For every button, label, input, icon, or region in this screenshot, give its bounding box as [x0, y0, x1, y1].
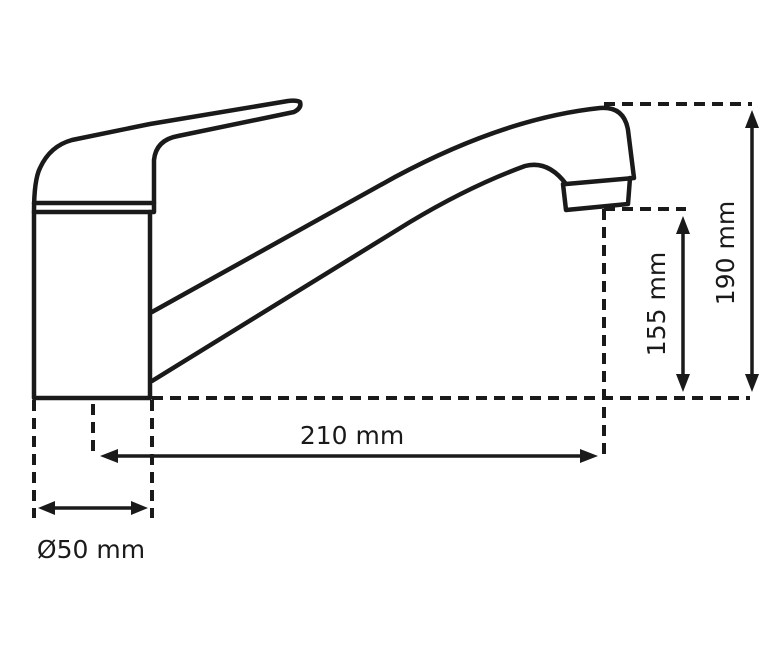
label-spout-reach: 210 mm	[300, 421, 404, 450]
faucet-body	[31, 209, 153, 401]
dimension-arrow-diameter	[38, 501, 148, 515]
label-diameter: Ø50 mm	[37, 535, 145, 564]
faucet-lever-handle	[31, 98, 303, 215]
label-total-height: 190 mm	[711, 201, 740, 305]
dimension-arrow-spout-height	[676, 216, 690, 392]
dimension-arrow-total-height	[745, 110, 759, 392]
spout-aerator	[560, 175, 633, 213]
label-spout-height: 155 mm	[642, 252, 671, 356]
dimension-arrow-reach	[100, 449, 598, 463]
faucet-spout	[149, 105, 637, 384]
